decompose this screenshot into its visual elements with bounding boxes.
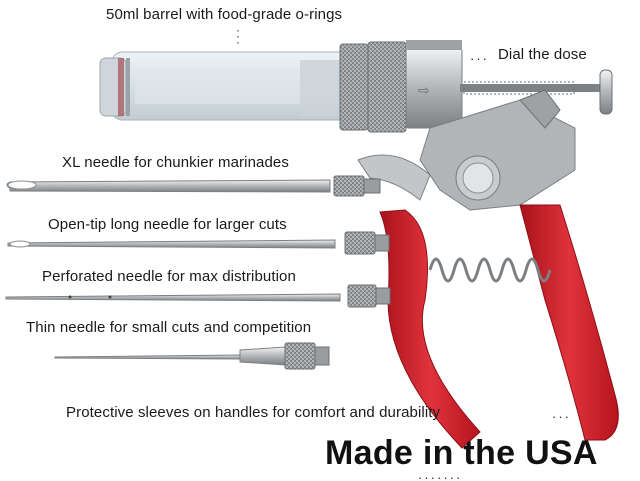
barrel-label: 50ml barrel with food-grade o-rings: [106, 6, 343, 23]
xl-needle: [6, 175, 381, 197]
open-tip-needle: [7, 231, 390, 255]
plunger: [460, 69, 613, 115]
xl-needle-label: XL needle for chunkier marinades: [62, 154, 289, 171]
knurled-collar: ⇨: [339, 40, 463, 133]
spring: [428, 257, 552, 283]
thin-needle-label: Thin needle for small cuts and competiti…: [26, 319, 312, 336]
sleeves-leader-dots: ···: [552, 409, 571, 424]
dial-label: Dial the dose: [498, 46, 587, 63]
perforated-needle-label: Perforated needle for max distribution: [42, 268, 296, 285]
open-tip-needle-label: Open-tip long needle for larger cuts: [48, 216, 287, 233]
headline-leader-dots: ·······: [418, 470, 463, 481]
made-in-usa-headline: Made in the USA: [325, 434, 598, 472]
thin-needle: [54, 342, 330, 370]
sleeves-label: Protective sleeves on handles for comfor…: [66, 404, 441, 421]
barrel-leader-dots: ···: [236, 23, 240, 49]
right-handle: [519, 204, 619, 441]
perforated-needle: [5, 284, 391, 308]
syringe-barrel: [99, 51, 353, 121]
svg-text:⇨: ⇨: [418, 83, 430, 99]
left-handle: [357, 154, 481, 449]
dial-leader-dots: ···: [470, 51, 489, 66]
